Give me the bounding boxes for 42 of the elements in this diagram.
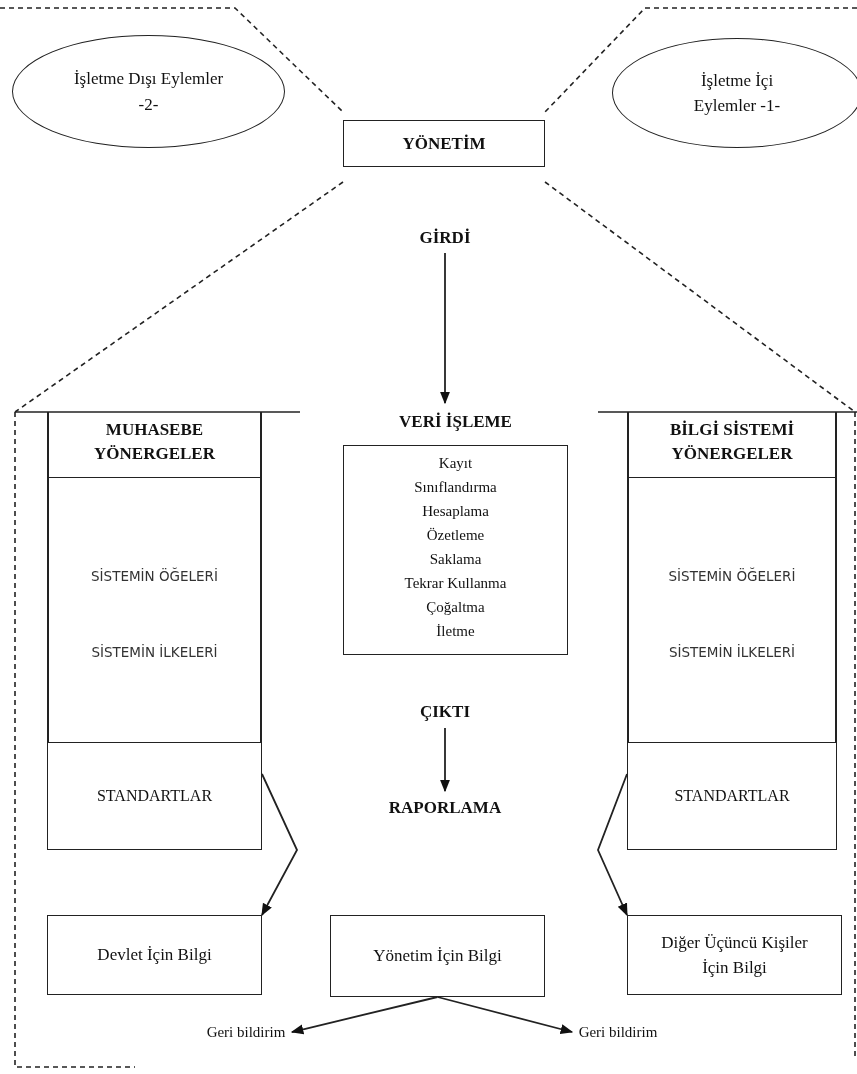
process-box [47,915,262,995]
process-box [47,742,262,850]
text-label: RAPORLAMA [388,798,502,818]
node-text: Devlet İçin Bilgi [97,944,212,967]
node-text: İşletme İçi Eylemler -1- [692,69,782,117]
arrow [597,773,628,917]
node-text: STANDARTLAR [674,786,790,806]
text-label: Geri bildirim [578,1023,658,1041]
list-item: Sınıflandırma [414,478,497,497]
process-box [343,120,545,167]
column-heading: BİLGİ SİSTEMİ YÖNERGELER [629,412,835,478]
node-text: YÖNETİM [402,132,486,155]
node-text: SİSTEMİN İLKELERİ [668,644,796,660]
node-text: İşletme Dışı Eylemler -2- [73,68,224,116]
process-box [330,915,545,997]
node-text: SİSTEMİN ÖĞELERİ [668,568,796,584]
process-box [627,742,837,850]
list-item: Özetleme [426,526,485,545]
heading: VERİ İŞLEME [399,411,512,433]
column-box [47,412,262,742]
arrow [436,996,574,1034]
node-text: Yönetim İçin Bilgi [373,945,502,968]
node-text: Diğer Üçüncü Kişiler İçin Bilgi [660,931,809,979]
list-item: Saklama [429,550,482,569]
arrow [261,773,298,917]
text-label: GİRDİ [419,228,471,248]
list-item: İletme [436,622,475,641]
column-heading: MUHASEBE YÖNERGELER [49,412,260,478]
node-text: SİSTEMİN ÖĞELERİ [91,568,218,584]
list-item: Kayıt [438,454,473,473]
list-item: Tekrar Kullanma [404,574,507,593]
arrow [290,996,439,1035]
column-box [627,412,837,742]
arrow [439,252,451,405]
list-item: Hesaplama [422,502,489,521]
list-item: Çoğaltma [426,598,485,617]
node-text: SİSTEMİN İLKELERİ [91,644,218,660]
process-box [627,915,842,995]
text-label: ÇIKTI [419,702,471,722]
text-label: Geri bildirim [206,1023,286,1041]
arrow [439,727,451,793]
node-text: STANDARTLAR [96,786,213,806]
